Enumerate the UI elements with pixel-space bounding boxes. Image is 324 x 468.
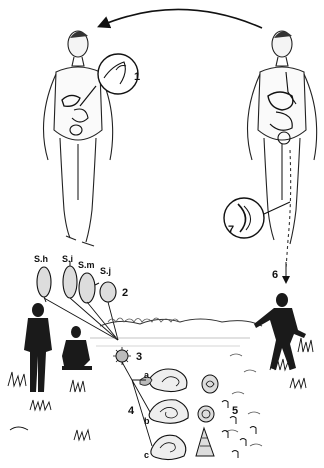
egg-label-si: S.i [62, 254, 73, 264]
snail-a: a [140, 369, 187, 392]
snail-b: b [144, 400, 188, 426]
egg-sm [79, 273, 95, 303]
stage-4-label: 4 [128, 405, 135, 417]
cercariae-stage [222, 401, 256, 459]
person-standing-silhouette [24, 303, 52, 392]
egg-sh [37, 267, 51, 297]
stage-7-label: 7 [228, 224, 234, 236]
stage-6-label: 6 [272, 269, 278, 281]
egg-types: S.h S.i S.m S.j 2 [34, 254, 128, 303]
conical-shell-icon [196, 428, 214, 456]
egg-si [63, 266, 77, 298]
snail-letter-c: c [144, 450, 149, 460]
egg-sj [100, 282, 116, 302]
inset-1-skin-penetration: 1 [98, 54, 140, 94]
stage-2-label: 2 [122, 287, 128, 299]
person-wading-silhouette [254, 293, 306, 370]
snail-hosts: a b c 4 [128, 369, 218, 460]
egg-to-water-lines [44, 298, 118, 340]
vegetation-left [8, 372, 90, 440]
egg-label-sj: S.j [100, 266, 111, 276]
egg-label-sm: S.m [78, 260, 95, 270]
stage-5-label: 5 [232, 405, 238, 417]
egg-label-sh: S.h [34, 254, 48, 264]
discoid-shell-icon [198, 406, 214, 422]
stage-3-label: 3 [136, 351, 142, 363]
stage-1-label: 1 [134, 71, 140, 83]
inset-7-worm-pair: 7 [224, 198, 290, 238]
snail-letter-b: b [144, 416, 150, 426]
miracidium-stage: 3 [113, 347, 142, 380]
planorbid-shell-icon [202, 375, 218, 393]
cycle-return-arrow [100, 9, 262, 28]
person-crouching-silhouette [62, 326, 92, 370]
